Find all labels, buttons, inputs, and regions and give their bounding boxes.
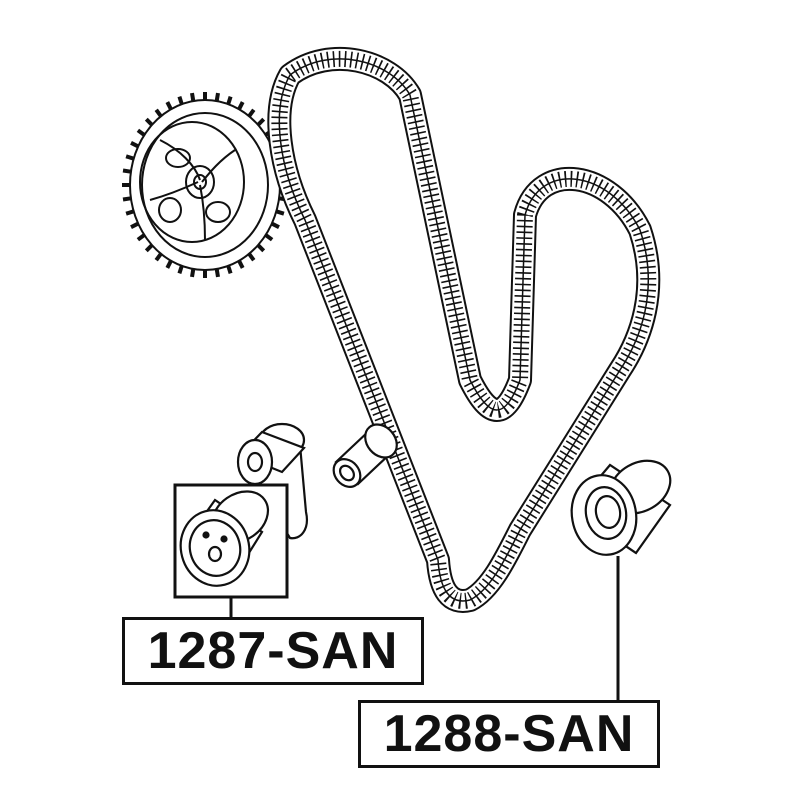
sprocket-tooth bbox=[247, 252, 256, 262]
sprocket-tooth bbox=[130, 221, 140, 229]
part-number-1288-label[interactable]: 1288-SAN bbox=[358, 700, 660, 768]
pulley-bore bbox=[207, 545, 223, 563]
sprocket-tooth bbox=[154, 252, 163, 262]
sprocket-tooth bbox=[247, 108, 256, 118]
sprocket-spoke bbox=[149, 181, 199, 201]
leader-lines bbox=[229, 556, 620, 700]
pulley-rivet bbox=[202, 531, 210, 539]
sprocket-tooth bbox=[226, 95, 233, 105]
sprocket-spoke bbox=[199, 184, 206, 241]
sprocket-rim-inner bbox=[141, 112, 269, 258]
sprocket-hole bbox=[165, 148, 191, 168]
sprocket-tooth bbox=[256, 117, 266, 127]
cam-sprocket bbox=[122, 92, 288, 278]
sprocket-tooth bbox=[237, 101, 245, 111]
sprocket-tooth bbox=[144, 117, 154, 127]
sprocket-tooth bbox=[165, 259, 173, 269]
idler-pulley bbox=[570, 459, 672, 556]
pulley-rivet bbox=[220, 535, 228, 543]
tensioner-stud-bore bbox=[246, 451, 264, 473]
sprocket-hub bbox=[185, 165, 215, 199]
sprocket-tooth bbox=[144, 243, 154, 253]
sprocket-hole bbox=[205, 201, 231, 223]
sprocket-tooth bbox=[125, 154, 135, 161]
sprocket-tooth bbox=[177, 265, 184, 275]
idler-sleeve bbox=[332, 423, 398, 488]
sprocket-tooth bbox=[177, 95, 184, 105]
sprocket-tooth bbox=[237, 259, 245, 269]
sleeve-flange bbox=[364, 423, 398, 459]
sprocket-tooth bbox=[136, 233, 146, 242]
sprocket-tooth bbox=[214, 92, 220, 102]
sprocket-face bbox=[139, 121, 245, 243]
sprocket-tooth bbox=[270, 221, 280, 229]
sprocket-tooth bbox=[264, 233, 274, 242]
sprocket-hole bbox=[158, 197, 182, 223]
sprocket-tooth bbox=[226, 265, 233, 275]
sprocket-tooth bbox=[256, 243, 266, 253]
part-number-1287-label[interactable]: 1287-SAN bbox=[122, 617, 424, 685]
sprocket-tooth bbox=[136, 128, 146, 137]
sprocket-tooth bbox=[125, 209, 135, 216]
sprocket-tooth bbox=[130, 141, 140, 149]
sprocket-tooth bbox=[154, 108, 163, 118]
sprocket-tooth bbox=[214, 268, 220, 278]
sprocket-tooth bbox=[165, 101, 173, 111]
sprocket-tooth bbox=[190, 268, 196, 278]
sprocket-tooth bbox=[122, 168, 132, 174]
sprocket-tooth bbox=[275, 209, 285, 216]
idler-bore bbox=[594, 495, 622, 529]
tensioner-pulley bbox=[179, 490, 269, 587]
sprocket-spoke bbox=[201, 149, 236, 183]
sprocket-tooth bbox=[190, 92, 196, 102]
sprocket-tooth bbox=[122, 196, 132, 202]
sleeve-bore bbox=[339, 464, 355, 482]
sprocket-bore bbox=[193, 174, 207, 190]
